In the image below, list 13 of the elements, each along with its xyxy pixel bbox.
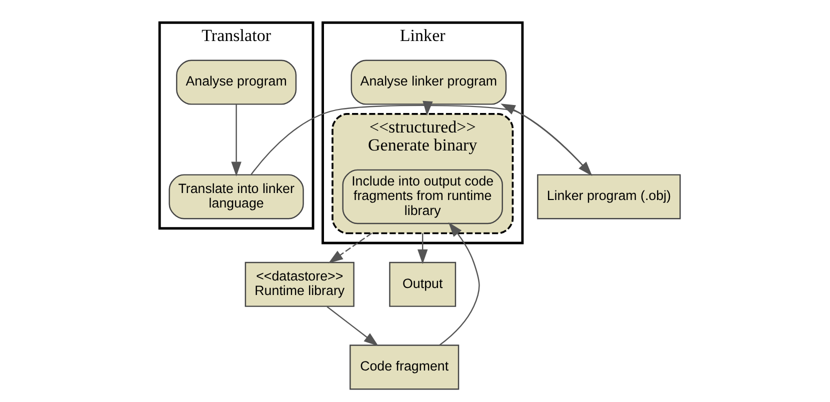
node-box: Linker program (.obj) xyxy=(537,174,681,220)
node-box: Code fragment xyxy=(350,344,460,390)
arrow xyxy=(439,222,480,346)
arrow xyxy=(422,100,433,116)
node-box: Output xyxy=(389,262,456,307)
arrow xyxy=(231,104,242,176)
node-box: <<datastore>> Runtime library xyxy=(244,262,354,307)
arrow xyxy=(326,306,378,346)
node-box: Include into output code fragments from runtime library xyxy=(342,169,503,224)
node-box: Translate into linker language xyxy=(168,174,304,220)
arrow xyxy=(328,232,372,264)
arrow xyxy=(418,233,428,264)
node-box: Analyse program xyxy=(176,60,297,105)
